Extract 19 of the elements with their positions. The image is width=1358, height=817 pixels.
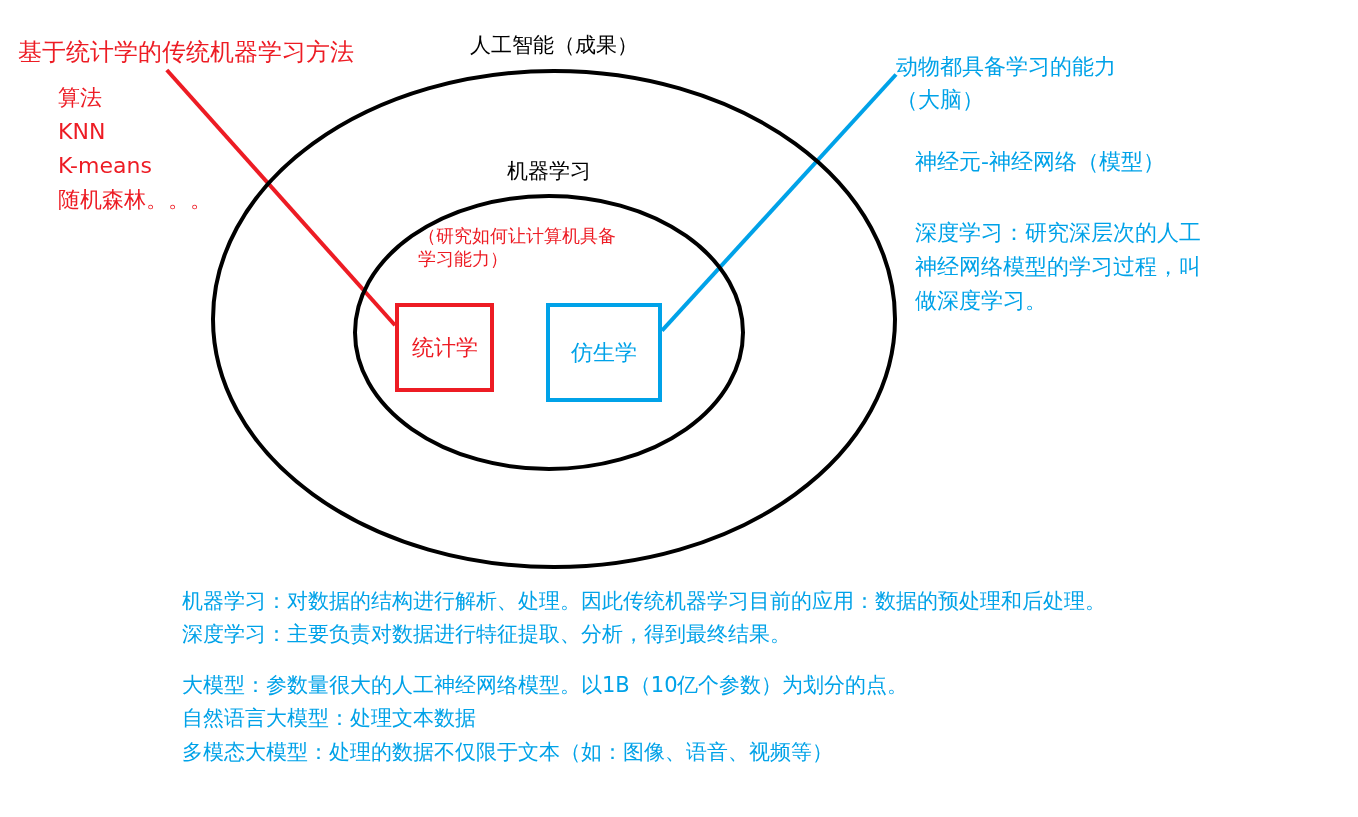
note-text: 深度学习：研究深层次的人工神经网络模型的学习过程，叫做深度学习。 [915, 219, 1202, 316]
region-description: （研究如何让计算机具备学习能力） [418, 224, 617, 271]
note-text: 深度学习：主要负责对数据进行特征提取、分析，得到最终结果。 [182, 621, 791, 648]
note-text: 神经元-神经网络（模型） [915, 148, 1165, 176]
leader-line [165, 68, 397, 327]
note-text: 自然语言大模型：处理文本数据 [182, 705, 476, 732]
category-box: 统计学 [395, 303, 494, 392]
list-item: 随机森林。。。 [58, 186, 212, 214]
annotation-text: 动物都具备学习的能力（大脑） [896, 50, 1136, 120]
annotation-text: 基于统计学的传统机器学习方法 [18, 34, 390, 70]
region-heading: 人工智能（成果） [470, 32, 638, 59]
list-item: K-means [58, 152, 152, 180]
note-text: 大模型：参数量很大的人工神经网络模型。以1B（10亿个参数）为划分的点。 [182, 672, 909, 699]
category-box: 仿生学 [546, 303, 662, 402]
note-text: 多模态大模型：处理的数据不仅限于文本（如：图像、语音、视频等） [182, 739, 833, 766]
region-heading: 机器学习 [507, 158, 591, 185]
list-item: KNN [58, 118, 106, 146]
list-item: 算法 [58, 84, 102, 112]
note-text: 机器学习：对数据的结构进行解析、处理。因此传统机器学习目前的应用：数据的预处理和后处理。 [182, 588, 1106, 615]
